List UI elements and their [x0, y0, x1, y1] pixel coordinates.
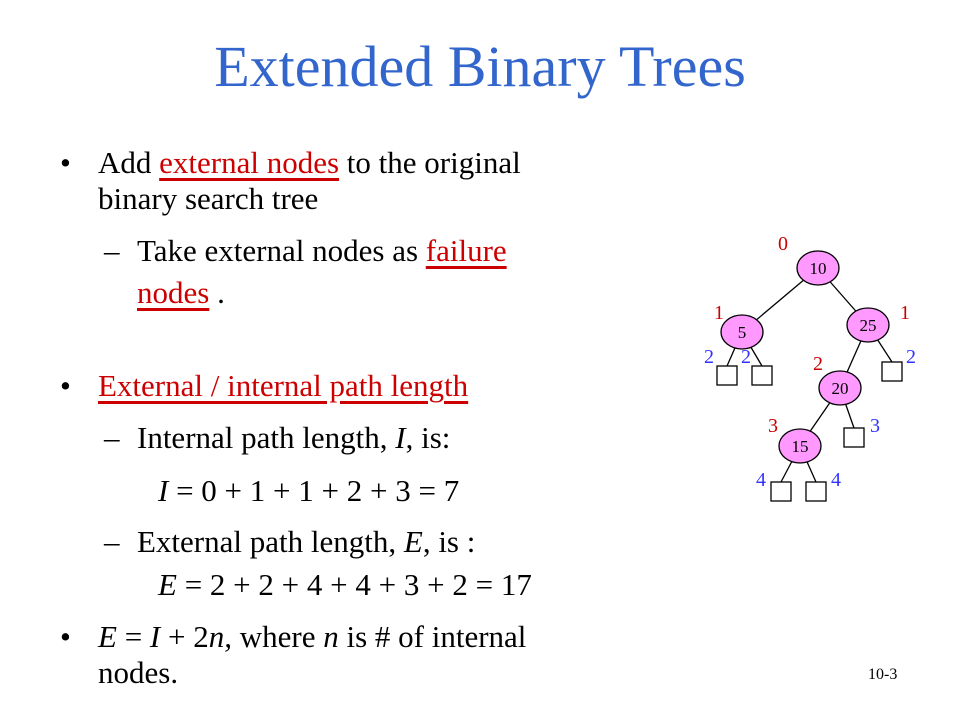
bullet-1-pre: Add [98, 145, 160, 180]
sub-bullet-2-line: Internal path length, I, is: [137, 420, 450, 456]
node-label-15: 15 [792, 437, 809, 456]
bullet-1-line-1: Add external nodes to the original [98, 145, 521, 181]
var-i: I [395, 420, 406, 455]
path-length-term: External / internal path length [98, 368, 469, 403]
dash-glyph: – [104, 420, 120, 455]
bullet-dot: • [60, 368, 71, 403]
depth-label-internal: 3 [768, 415, 778, 437]
internal-node [796, 250, 840, 286]
dash-glyph: – [104, 524, 120, 559]
bullet-dot: • [60, 145, 71, 180]
var-e: E [403, 524, 423, 559]
nodes-term: nodes [137, 275, 210, 310]
external-node [805, 481, 827, 502]
eq1-rest: = 0 + 1 + 1 + 2 + 3 = 7 [168, 473, 460, 508]
sub-bullet-1-line-1: Take external nodes as failure [137, 233, 507, 269]
dash-glyph: – [104, 233, 120, 268]
bullet-3-line-2: nodes. [98, 655, 179, 690]
bullet-1-post: to the original [339, 145, 521, 180]
sub-bullet-2-post: , is: [405, 420, 451, 455]
internal-path-equation: I = 0 + 1 + 1 + 2 + 3 = 7 [158, 473, 459, 509]
depth-label-external: 4 [831, 469, 841, 491]
depth-label-external: 2 [704, 346, 714, 368]
b3-n: n, [208, 619, 232, 654]
internal-node [778, 428, 822, 464]
depth-label-internal: 2 [813, 353, 823, 375]
bullet-2-line: External / internal path length [98, 368, 468, 404]
eq-var-i: I [158, 473, 169, 508]
node-label-25: 25 [860, 316, 877, 335]
sub-bullet-2-pre: Internal path length, [137, 420, 396, 455]
external-node [843, 427, 865, 448]
external-node [881, 361, 903, 382]
node-label-5: 5 [738, 323, 747, 342]
sub-bullet-1-line-2: nodes . [137, 275, 225, 311]
bullet-3-line-1: E = I + 2n, where n is # of internal [98, 619, 526, 655]
bullet-dot: • [60, 619, 71, 654]
depth-label-external: 4 [756, 469, 766, 491]
b3-plus: + 2 [160, 619, 209, 654]
depth-label-external: 2 [906, 346, 916, 368]
external-node [751, 365, 773, 386]
eq-var-e: E [158, 567, 177, 602]
depth-label-internal: 0 [778, 233, 788, 255]
depth-label-internal: 1 [900, 302, 910, 324]
sub-bullet-1-post: . [209, 275, 225, 310]
external-node [716, 365, 738, 386]
external-node [770, 481, 792, 502]
internal-node [818, 370, 862, 406]
depth-label-external: 3 [870, 415, 880, 437]
b3-post: is # of internal [338, 619, 527, 654]
failure-term: failure [425, 233, 507, 268]
bullet-1-line-2: binary search tree [98, 181, 319, 216]
b3-e: E [98, 619, 117, 654]
external-path-equation: E = 2 + 2 + 4 + 4 + 3 + 2 = 17 [158, 567, 532, 603]
depth-label-external: 2 [741, 346, 751, 368]
depth-label-internal: 1 [714, 302, 724, 324]
sub-bullet-3-post: , is : [422, 524, 476, 559]
b3-n2: n [323, 619, 339, 654]
external-nodes-term: external nodes [159, 145, 340, 180]
b3-where: where [231, 619, 324, 654]
b3-eq: = [116, 619, 150, 654]
sub-bullet-3-line: External path length, E, is : [137, 524, 475, 560]
slide-title: Extended Binary Trees [214, 34, 746, 99]
internal-node [720, 314, 764, 350]
internal-node [846, 307, 890, 343]
node-label-10: 10 [810, 259, 827, 278]
node-label-20: 20 [832, 379, 849, 398]
page-number: 10-3 [868, 666, 898, 683]
sub-bullet-3-pre: External path length, [137, 524, 404, 559]
eq2-rest: = 2 + 2 + 4 + 4 + 3 + 2 = 17 [176, 567, 532, 602]
b3-i: I [149, 619, 161, 654]
sub-bullet-1-pre: Take external nodes as [137, 233, 426, 268]
